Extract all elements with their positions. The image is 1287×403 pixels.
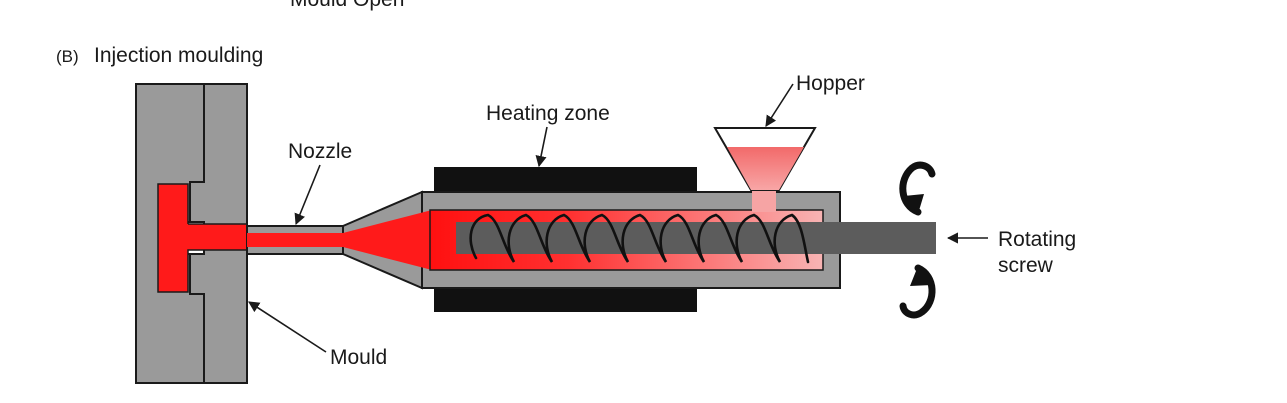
mould [135, 83, 248, 384]
mould-leader [248, 301, 327, 353]
feed-throat [752, 188, 776, 212]
rotating-screw-label-line2: screw [998, 254, 1054, 277]
cone-melt [343, 210, 432, 270]
rotation-arrow-top-head-icon [904, 194, 924, 214]
screw-flights [469, 213, 810, 264]
nozzle-leader [294, 164, 321, 226]
mould-cavity-core [166, 224, 188, 228]
mould-label: Mould [330, 346, 387, 369]
panel-title: Injection moulding [94, 44, 263, 67]
hopper-material [727, 147, 804, 190]
hopper-leader [765, 83, 794, 127]
heater-band-top [434, 167, 697, 195]
panel-label: (B) [56, 47, 79, 66]
rotation-arrow-top-icon [899, 161, 936, 216]
rotation-arrow-bottom-head-icon [910, 266, 932, 286]
nozzle-label: Nozzle [288, 140, 352, 163]
rotation-arrows [899, 161, 936, 319]
nozzle-melt [247, 233, 345, 247]
top-cut-caption: Mould Open [290, 0, 404, 11]
hopper-label: Hopper [796, 72, 865, 95]
screw [456, 213, 936, 264]
rotating-screw-label-line1: Rotating [998, 228, 1076, 251]
heating-zone-leader [535, 126, 548, 168]
heating-zone-label: Heating zone [486, 102, 610, 125]
hopper [713, 127, 817, 191]
rotation-arrow-bottom-icon [899, 264, 936, 319]
